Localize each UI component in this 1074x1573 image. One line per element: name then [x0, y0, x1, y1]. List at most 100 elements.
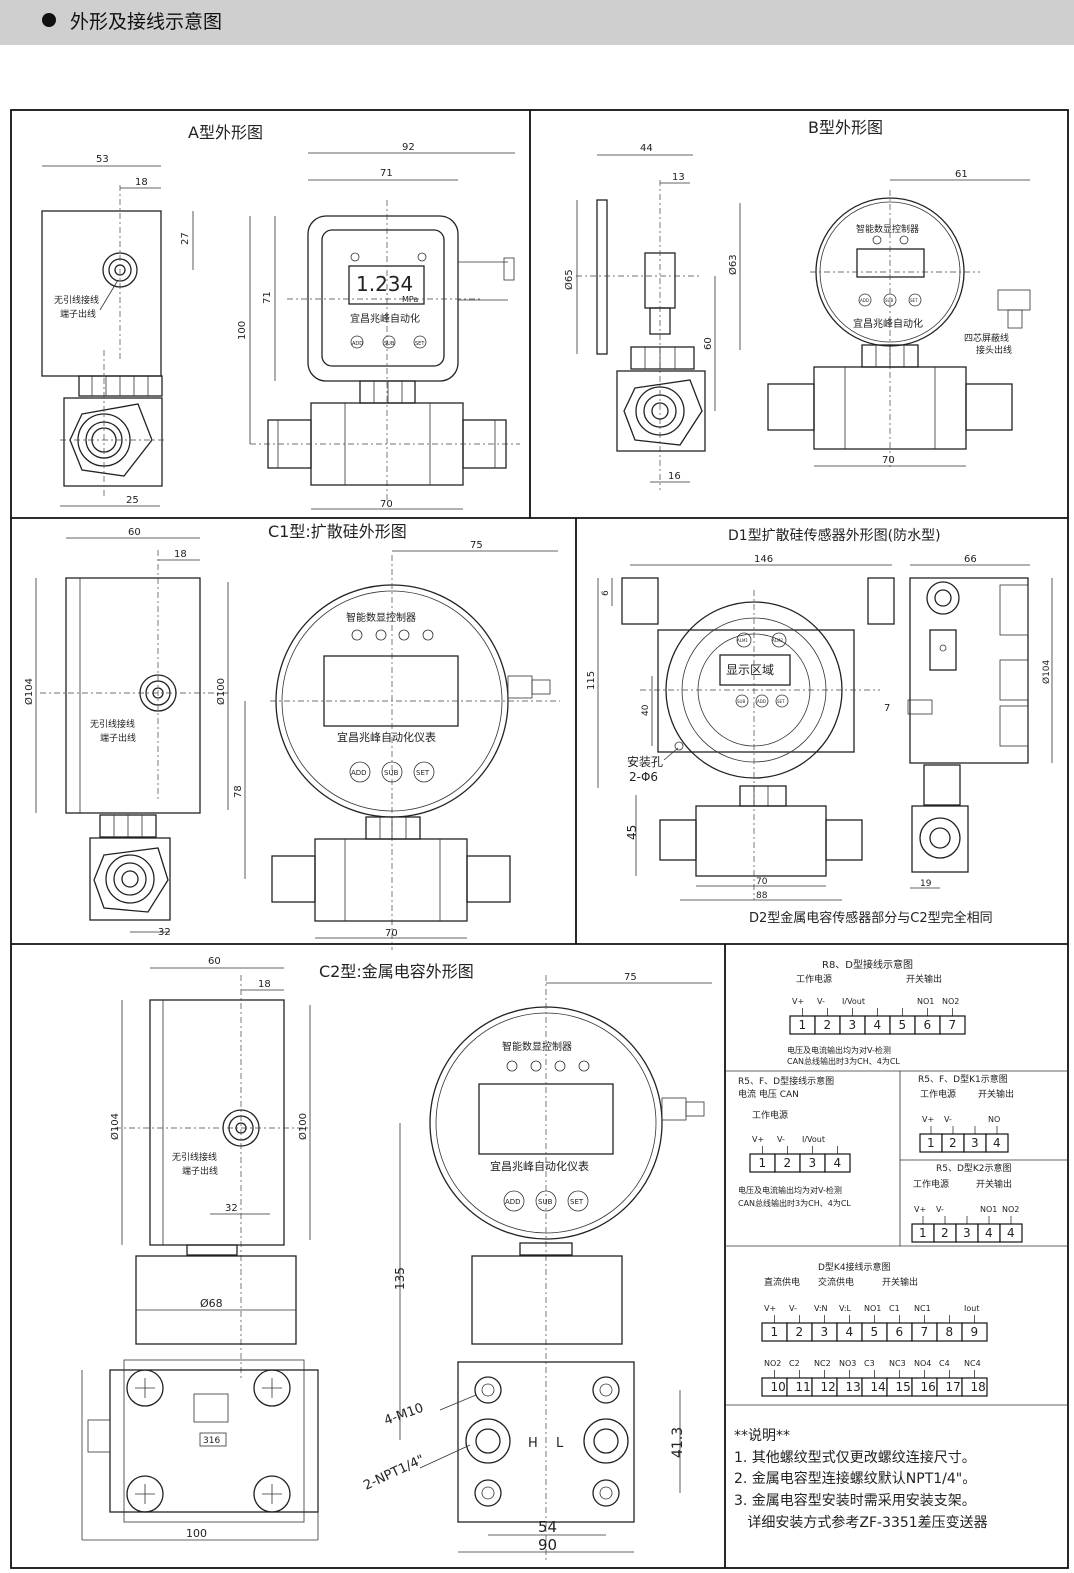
- terminal-number: 1: [927, 1136, 935, 1150]
- terminal-number: 4: [985, 1226, 993, 1240]
- svg-text:71: 71: [262, 291, 273, 304]
- page-header: 外形及接线示意图: [0, 0, 1074, 45]
- svg-text:1. 其他螺纹型式仅更改螺纹连接尺寸。: 1. 其他螺纹型式仅更改螺纹连接尺寸。: [734, 1449, 976, 1466]
- svg-text:88: 88: [756, 891, 768, 901]
- svg-text:135: 135: [393, 1267, 407, 1290]
- terminal-label: V+: [914, 1205, 926, 1214]
- svg-text:71: 71: [380, 168, 393, 179]
- terminal-number: 12: [821, 1380, 836, 1394]
- svg-text:Ø100: Ø100: [297, 1113, 309, 1140]
- panel-d1: D1型扩散硅传感器外形图(防水型) 146 66 显示区域 ALM1 ALM2 …: [586, 527, 1053, 926]
- svg-text:端子出线: 端子出线: [100, 732, 136, 744]
- svg-text:工作电源: 工作电源: [752, 1109, 788, 1121]
- terminal-label: NC3: [889, 1359, 906, 1368]
- terminal-number: 13: [846, 1380, 861, 1394]
- terminal-label: NO1: [980, 1205, 997, 1214]
- svg-text:90: 90: [538, 1536, 557, 1554]
- front-housing: [307, 215, 459, 382]
- svg-text:智能数显控制器: 智能数显控制器: [856, 223, 919, 235]
- terminal-number: 15: [896, 1380, 911, 1394]
- svg-text:Ø104: Ø104: [23, 678, 35, 705]
- svg-text:SET: SET: [415, 341, 425, 347]
- svg-text:Ø68: Ø68: [200, 1297, 223, 1310]
- terminal-number: 1: [799, 1018, 807, 1032]
- svg-text:**说明**: **说明**: [734, 1428, 790, 1444]
- page-title: 外形及接线示意图: [70, 11, 223, 33]
- svg-text:R8、D型接线示意图: R8、D型接线示意图: [822, 958, 913, 971]
- svg-text:SUB: SUB: [384, 341, 395, 347]
- svg-text:ADD: ADD: [351, 769, 367, 777]
- terminal-box: [985, 1133, 1009, 1153]
- svg-text:电压及电流输出均为对V-检测: 电压及电流输出均为对V-检测: [787, 1045, 891, 1055]
- svg-text:60: 60: [128, 527, 141, 538]
- svg-text:70: 70: [882, 455, 895, 466]
- svg-text:无引线接线: 无引线接线: [90, 718, 135, 730]
- terminal-number: 1: [919, 1226, 927, 1240]
- side-body: [41, 210, 162, 377]
- svg-text:工作电源: 工作电源: [796, 973, 832, 985]
- terminal-number: 4: [874, 1018, 882, 1032]
- terminal-number: 3: [971, 1136, 979, 1150]
- terminal-number: 4: [1007, 1226, 1015, 1240]
- svg-text:3. 金属电容型安装时需采用安装支架。: 3. 金属电容型安装时需采用安装支架。: [734, 1492, 976, 1509]
- terminal-label: NC1: [914, 1304, 931, 1313]
- terminal-label: I/Vout: [842, 997, 865, 1006]
- terminal-label: V-: [777, 1135, 785, 1144]
- terminal-box: [824, 1153, 851, 1173]
- terminal-box: [939, 1015, 966, 1035]
- terminal-number: 6: [896, 1325, 904, 1339]
- terminal-label: I/Vout: [802, 1135, 825, 1144]
- terminal-label: NC4: [964, 1359, 981, 1368]
- svg-text:无引线接线: 无引线接线: [172, 1151, 217, 1163]
- svg-text:开关输出: 开关输出: [882, 1276, 918, 1288]
- terminal-number: 4: [993, 1136, 1001, 1150]
- svg-text:SUB: SUB: [538, 1198, 553, 1206]
- svg-text:2. 金属电容型连接螺纹默认NPT1/4"。: 2. 金属电容型连接螺纹默认NPT1/4"。: [734, 1470, 976, 1487]
- terminal-label: V+: [792, 997, 804, 1006]
- svg-text:100: 100: [237, 321, 248, 340]
- terminal-label: V+: [752, 1135, 764, 1144]
- svg-text:115: 115: [586, 671, 597, 690]
- svg-text:75: 75: [624, 972, 637, 983]
- svg-text:宜昌兆峰自动化: 宜昌兆峰自动化: [350, 312, 420, 325]
- svg-text:C2型:金属电容外形图: C2型:金属电容外形图: [319, 962, 474, 981]
- terminal-number: 18: [971, 1380, 986, 1394]
- svg-text:66: 66: [964, 554, 977, 565]
- terminal-number: 10: [771, 1380, 786, 1394]
- terminal-number: 6: [924, 1018, 932, 1032]
- svg-text:开关输出: 开关输出: [978, 1088, 1014, 1100]
- svg-text:Ø104: Ø104: [109, 1113, 121, 1140]
- svg-text:316: 316: [203, 1436, 220, 1446]
- svg-text:CAN总线输出时3为CH、4为CL: CAN总线输出时3为CH、4为CL: [787, 1056, 900, 1066]
- terminal-label: V-: [944, 1115, 952, 1124]
- terminal-label: NO2: [1002, 1205, 1019, 1214]
- svg-text:D2型金属电容传感器部分与C2型完全相同: D2型金属电容传感器部分与C2型完全相同: [749, 910, 993, 926]
- svg-text:41.3: 41.3: [670, 1427, 686, 1458]
- terminal-label: Iout: [964, 1304, 979, 1313]
- svg-text:安装孔: 安装孔: [627, 754, 663, 769]
- terminal-number: 2: [949, 1136, 957, 1150]
- svg-text:L: L: [556, 1436, 564, 1451]
- terminal-number: 4: [834, 1156, 842, 1170]
- terminal-label: NO1: [864, 1304, 881, 1313]
- terminal-number: 2: [824, 1018, 832, 1032]
- svg-text:70: 70: [385, 928, 398, 939]
- terminal-box: [961, 1377, 988, 1397]
- svg-text:SET: SET: [416, 769, 430, 777]
- svg-text:61: 61: [955, 169, 968, 180]
- svg-text:R5、D型K2示意图: R5、D型K2示意图: [936, 1162, 1012, 1174]
- terminal-number: 8: [946, 1325, 954, 1339]
- svg-text:开关输出: 开关输出: [906, 973, 942, 985]
- terminal-number: 16: [921, 1380, 936, 1394]
- terminal-number: 7: [949, 1018, 957, 1032]
- svg-text:CAN总线输出时3为CH、4为CL: CAN总线输出时3为CH、4为CL: [738, 1198, 851, 1208]
- terminal-number: 3: [809, 1156, 817, 1170]
- svg-text:ADD: ADD: [352, 341, 363, 347]
- svg-text:4-M10: 4-M10: [382, 1401, 425, 1429]
- svg-text:SET: SET: [777, 699, 785, 704]
- svg-text:45: 45: [625, 825, 639, 840]
- svg-text:100: 100: [186, 1527, 207, 1540]
- terminal-label: C2: [789, 1359, 800, 1368]
